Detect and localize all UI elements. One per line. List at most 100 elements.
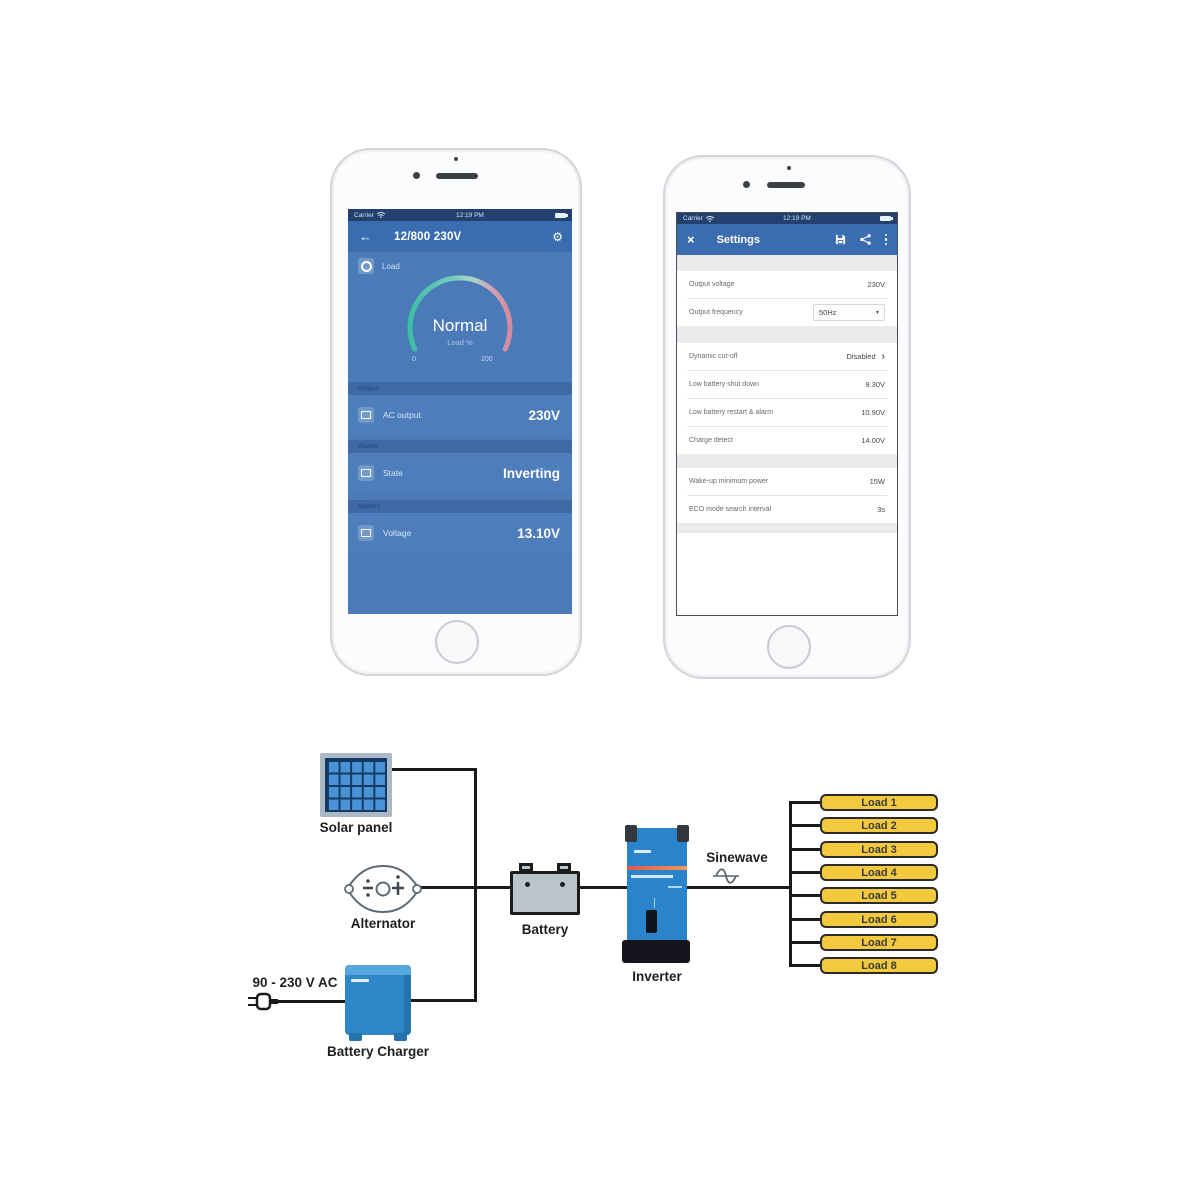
- divider: [687, 426, 887, 427]
- wire-load-bus: [789, 801, 792, 967]
- caret-down-icon: ▾: [875, 310, 879, 316]
- wire-load4-stub: [789, 871, 822, 874]
- load-tile-label: Load: [382, 261, 400, 271]
- group-gap: [677, 255, 897, 271]
- close-icon[interactable]: ×: [687, 232, 695, 247]
- wire-load7-stub: [789, 941, 822, 944]
- charger-foot: [394, 1033, 407, 1041]
- gauge-min-label: 0: [412, 356, 416, 363]
- inverter-print: [654, 898, 661, 908]
- inverter-print: [631, 875, 673, 878]
- sensor-dot: [787, 166, 791, 170]
- wire-dc-bus: [474, 768, 477, 1002]
- wifi-icon: [376, 212, 385, 218]
- phone-left: Carrier 12:19 PM ← 12/800 230V ⚙ Load: [330, 148, 582, 676]
- charger-foot: [349, 1033, 362, 1041]
- inverter-print: [668, 886, 682, 888]
- wire-charger-to-bus: [409, 999, 476, 1002]
- inverter-bracket: [625, 825, 637, 842]
- settings-row-low-battery-shutdown[interactable]: Low battery shut down 9.30V: [677, 371, 897, 398]
- wire-load8-stub: [789, 964, 822, 967]
- frequency-dropdown[interactable]: 50Hz ▾: [813, 304, 885, 321]
- app-bar: × Settings: [677, 224, 897, 255]
- row-voltage[interactable]: Voltage 13.10V: [348, 513, 572, 553]
- gauge-state-text: Normal: [432, 316, 488, 335]
- load-2: Load 2: [820, 817, 938, 834]
- battery-minus-mark: [525, 882, 530, 887]
- battery-icon: [879, 216, 893, 221]
- status-bar: Carrier 12:19 PM: [677, 213, 897, 224]
- inverter-stripe: [627, 866, 687, 870]
- wire-ac-cord: [278, 1000, 347, 1003]
- wire-load1-stub: [789, 801, 822, 804]
- dashboard-screen: Carrier 12:19 PM ← 12/800 230V ⚙ Load: [348, 209, 572, 614]
- alternator: [344, 864, 422, 914]
- divider: [687, 398, 887, 399]
- alternator-label: Alternator: [350, 916, 416, 931]
- battery-icon: [554, 212, 568, 218]
- battery: [510, 863, 580, 915]
- ac-input-label: 90 - 230 V AC: [252, 975, 338, 990]
- row-ac-output[interactable]: AC output 230V: [348, 395, 572, 435]
- gear-icon[interactable]: ⚙: [552, 229, 563, 244]
- charger-shade: [404, 975, 411, 1035]
- overflow-menu-icon[interactable]: [884, 233, 887, 246]
- page-title: Settings: [716, 233, 760, 246]
- ac-output-icon: [358, 407, 374, 423]
- wire-load3-stub: [789, 848, 822, 851]
- clock-label: 12:19 PM: [783, 215, 811, 222]
- load-3: Load 3: [820, 841, 938, 858]
- settings-row-output-frequency[interactable]: Output frequency 50Hz ▾: [677, 299, 897, 326]
- settings-row-charge-detect[interactable]: Charge detect 14.00V: [677, 427, 897, 454]
- settings-row-eco-interval[interactable]: ECO mode search interval 3s: [677, 496, 897, 523]
- back-icon[interactable]: ←: [359, 229, 372, 244]
- dashboard-body: Load: [348, 252, 572, 614]
- battery-charger: [345, 965, 411, 1041]
- inverter-logo: [634, 850, 651, 853]
- load-gauge: Normal Load % 0 200: [395, 272, 525, 368]
- gauge-sublabel: Load %: [447, 338, 473, 347]
- inverter-bracket: [677, 825, 689, 842]
- load-5: Load 5: [820, 887, 938, 904]
- chevron-right-icon: ›: [881, 351, 885, 362]
- wire-load6-stub: [789, 918, 822, 921]
- section-status: Status: [348, 440, 572, 453]
- load-6: Load 6: [820, 911, 938, 928]
- home-button: [767, 625, 811, 669]
- status-bar: Carrier 12:19 PM: [348, 209, 572, 221]
- solar-panel-label: Solar panel: [319, 820, 393, 835]
- settings-row-wakeup-power[interactable]: Wake-up minimum power 15W: [677, 468, 897, 495]
- plug-icon: [248, 992, 278, 1011]
- group-gap: [677, 326, 897, 343]
- battery-plus-mark: [560, 882, 565, 887]
- settings-row-low-battery-restart[interactable]: Low battery restart & alarm 10.90V: [677, 399, 897, 426]
- section-battery: Battery: [348, 500, 572, 513]
- row-state[interactable]: State Inverting: [348, 453, 572, 493]
- sinewave-label: Sinewave: [706, 850, 768, 865]
- group-gap: [677, 523, 897, 533]
- share-icon[interactable]: [859, 234, 871, 245]
- battery-terminal-neg: [519, 863, 533, 872]
- save-icon[interactable]: [835, 234, 846, 245]
- settings-row-dynamic-cutoff[interactable]: Dynamic cut-off Disabled ›: [677, 343, 897, 370]
- battery-charger-label: Battery Charger: [326, 1044, 430, 1059]
- state-icon: [358, 465, 374, 481]
- wire-load2-stub: [789, 824, 822, 827]
- load-gauge-icon: [358, 258, 374, 274]
- phone-right: Carrier 12:19 PM × Settings Output volta…: [663, 155, 911, 679]
- load-7: Load 7: [820, 934, 938, 951]
- charger-top: [345, 965, 411, 975]
- solar-panel-grid: [325, 758, 387, 812]
- solar-panel: [320, 753, 392, 817]
- gauge-arc: [407, 275, 513, 352]
- battery-terminal-pos: [557, 863, 571, 872]
- clock-label: 12:19 PM: [456, 211, 484, 219]
- battery-label: Battery: [521, 922, 569, 937]
- carrier-label: Carrier: [354, 211, 374, 219]
- speaker: [767, 182, 805, 188]
- inverter: [625, 825, 689, 942]
- wire-battery-to-inverter: [578, 886, 629, 889]
- load-tile: Load: [358, 258, 400, 274]
- group-gap: [677, 454, 897, 468]
- settings-row-output-voltage[interactable]: Output voltage 230V: [677, 271, 897, 298]
